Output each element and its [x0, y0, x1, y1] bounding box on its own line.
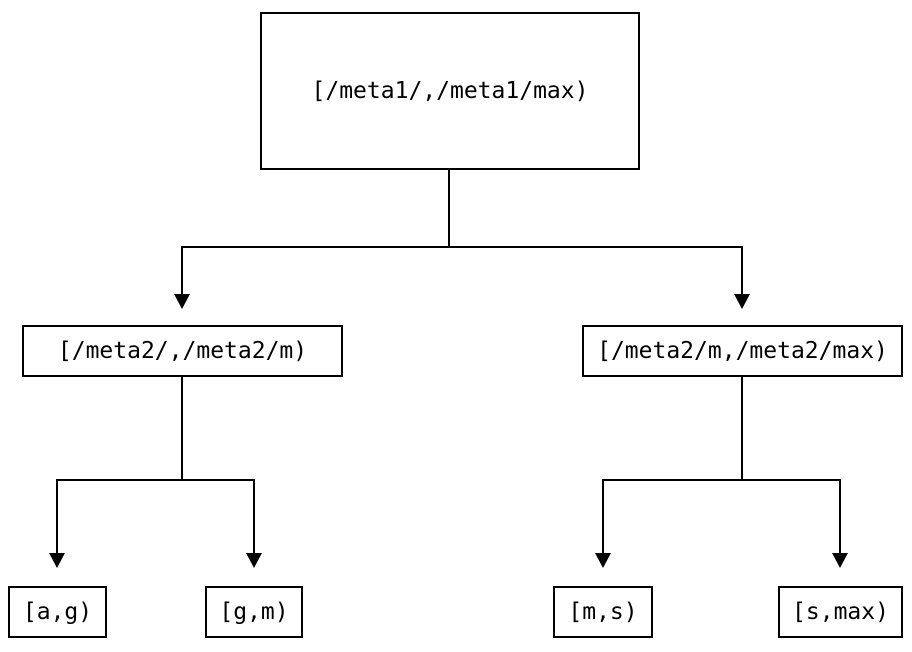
tree-leaf-g-m-label: [g,m) — [219, 599, 289, 625]
tree-leaf-s-max: [s,max) — [778, 586, 903, 638]
tree-node-level2-left-label: [/meta2/,/meta2/m) — [57, 338, 308, 364]
tree-leaf-a-g-label: [a,g) — [22, 599, 93, 625]
tree-leaf-g-m: [g,m) — [205, 586, 303, 638]
edge-right-to-ms-drop — [602, 479, 604, 553]
tree-leaf-s-max-label: [s,max) — [792, 599, 889, 625]
edge-right-subtree-stem — [741, 377, 743, 481]
tree-node-level2-left: [/meta2/,/meta2/m) — [22, 325, 343, 377]
tree-node-root-label: [/meta1/,/meta1/max) — [311, 78, 589, 104]
tree-node-level2-right-label: [/meta2/m,/meta2/max) — [597, 338, 888, 364]
edge-left-subtree-stem — [181, 377, 183, 481]
edge-left-to-gm-drop — [253, 479, 255, 553]
arrowhead-down-icon — [832, 553, 848, 568]
tree-leaf-m-s: [m,s) — [553, 586, 653, 638]
arrowhead-down-icon — [246, 553, 262, 568]
edge-left-subtree-crossbar — [56, 479, 255, 481]
tree-node-level2-right: [/meta2/m,/meta2/max) — [582, 325, 903, 377]
arrowhead-down-icon — [595, 553, 611, 568]
tree-leaf-a-g: [a,g) — [8, 586, 107, 638]
edge-right-subtree-crossbar — [602, 479, 841, 481]
edge-right-to-smax-drop — [839, 479, 841, 553]
arrowhead-down-icon — [49, 553, 65, 568]
edge-root-crossbar — [181, 246, 743, 248]
arrowhead-down-icon — [734, 294, 750, 309]
arrowhead-down-icon — [174, 294, 190, 309]
tree-leaf-m-s-label: [m,s) — [568, 599, 638, 625]
edge-left-to-ag-drop — [56, 479, 58, 553]
edge-root-stem — [448, 170, 450, 248]
tree-node-root: [/meta1/,/meta1/max) — [260, 12, 640, 170]
edge-root-to-right-drop — [741, 246, 743, 294]
edge-root-to-left-drop — [181, 246, 183, 294]
